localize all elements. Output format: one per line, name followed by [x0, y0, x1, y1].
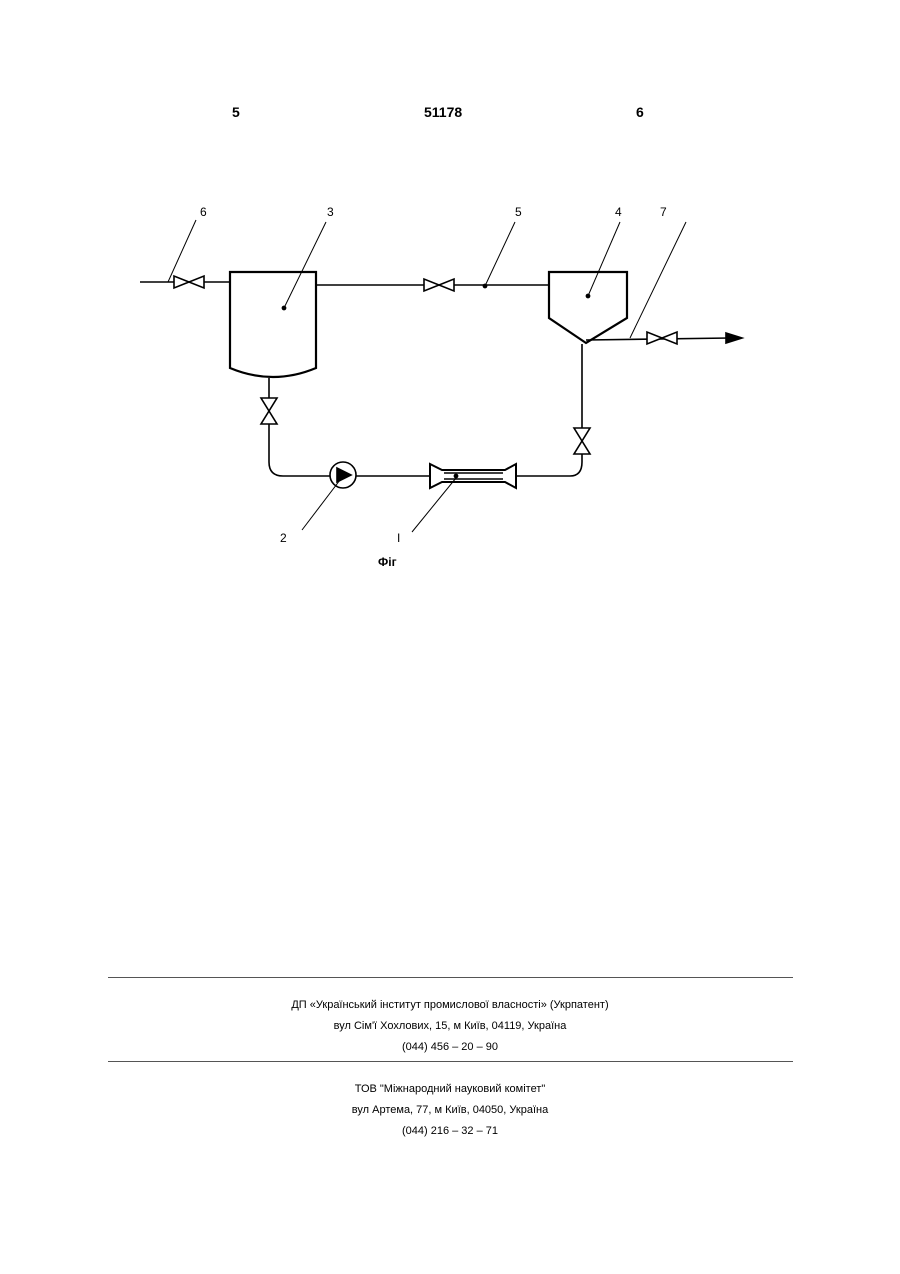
inlet-valve-icon [174, 276, 204, 288]
label-6: 6 [200, 205, 207, 219]
footer-org1-name: ДП «Український інститут промислової вла… [0, 999, 900, 1011]
label-5: 5 [515, 205, 522, 219]
footer-org1-address: вул Сім'ї Хохлових, 15, м Київ, 04119, У… [0, 1020, 900, 1032]
leader-lines [168, 220, 686, 532]
footer-divider-top [108, 977, 793, 978]
footer-org2-phone: (044) 216 – 32 – 71 [0, 1125, 900, 1137]
outlet-valve-icon [647, 332, 677, 344]
footer-org2-address: вул Артема, 77, м Київ, 04050, Україна [0, 1104, 900, 1116]
footer-org1-phone: (044) 456 – 20 – 90 [0, 1041, 900, 1053]
pump-suction-pipe [269, 462, 330, 476]
footer-org2-name: ТОВ "Міжнародний науковий комітет" [0, 1083, 900, 1095]
label-3: 3 [327, 205, 334, 219]
label-4: 4 [615, 205, 622, 219]
label-I: I [397, 531, 400, 545]
transfer-valve-icon [424, 279, 454, 291]
label-7: 7 [660, 205, 667, 219]
footer-divider-bottom [108, 1061, 793, 1062]
return-valve-icon [574, 428, 590, 454]
vessel-3 [230, 272, 316, 377]
process-diagram: 6 3 5 4 7 2 I [0, 0, 900, 600]
figure-caption: Фіг [378, 555, 397, 569]
outlet-arrow-icon [726, 333, 742, 343]
vessel-4 [549, 272, 627, 343]
label-2: 2 [280, 531, 287, 545]
vessel-3-drain-valve-icon [261, 398, 277, 424]
apparatus-I [430, 464, 516, 488]
return-pipe [516, 344, 582, 476]
